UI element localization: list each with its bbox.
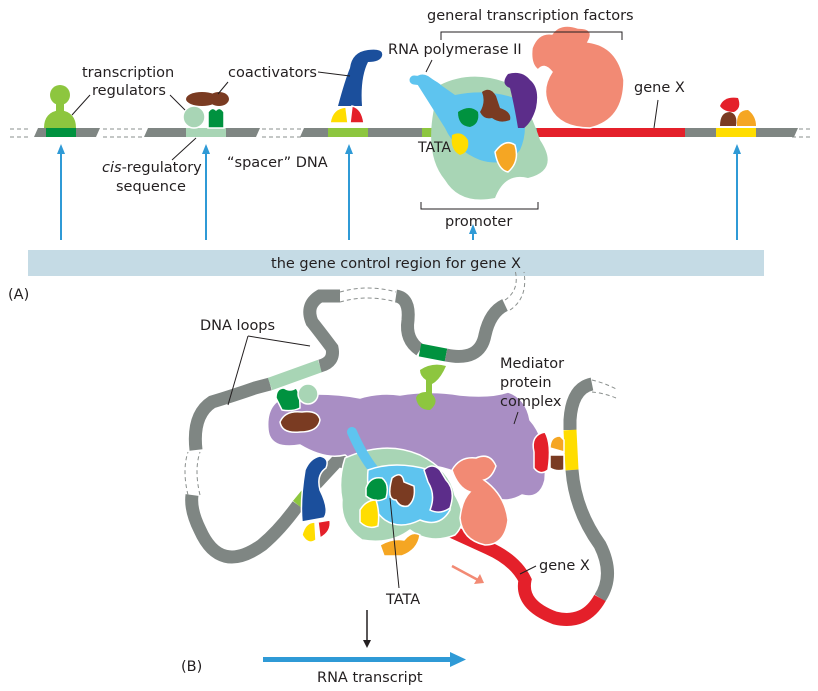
label-cis-regulatory-line1: cis-regulatory (102, 160, 202, 176)
gtf-yellow (451, 133, 469, 155)
control-region-banner (28, 250, 764, 276)
cis-element-light-green (328, 128, 368, 137)
gtf-purple-b (423, 465, 453, 513)
gtf-green-b (365, 476, 389, 502)
coactivator-complex-a (182, 92, 229, 129)
activator-complex-right (720, 97, 756, 126)
gtf-dark-green (458, 108, 479, 127)
gtf-salmon-b (451, 455, 509, 546)
dna-strand-a (34, 128, 798, 137)
label-general-transcription-factors: general transcription factors (427, 8, 634, 24)
activator-complex-b-left (300, 455, 332, 543)
gtf-orange-b (379, 532, 421, 557)
gtf-orange (494, 141, 518, 173)
cis-element-dark-green (46, 128, 76, 137)
promoter-bracket (420, 202, 539, 210)
label-dna-loops: DNA loops (200, 318, 275, 334)
rna-transcript-arrow (263, 657, 453, 662)
panel-label-a: (A) (8, 287, 29, 303)
activator-complex-a (329, 49, 383, 124)
preinitiation-complex-b (339, 427, 509, 584)
label-regulators-line2: regulators (92, 83, 166, 99)
label-mediator-line3: complex (500, 394, 562, 410)
label-mediator-line2: protein (500, 375, 552, 391)
label-gene-x-b: gene X (539, 558, 590, 574)
gtf-salmon (530, 25, 625, 129)
label-gene-x-a: gene X (634, 80, 685, 96)
label-rna-polymerase-ii: RNA polymerase II (388, 42, 522, 58)
control-region-arrows (57, 144, 741, 240)
label-spacer-dna: “spacer” DNA (227, 155, 328, 171)
panel-a: general transcription factors transcript… (8, 8, 812, 303)
gtf-yellow-b (359, 499, 380, 529)
panel-label-b: (B) (181, 659, 202, 675)
panel-b: DNA loops Mediator protein complex gene … (181, 269, 619, 686)
pol-ii-b-tail (347, 427, 379, 475)
label-promoter: promoter (445, 214, 512, 230)
gtf-brown-b (389, 474, 416, 508)
transcription-regulator-protein (44, 85, 76, 128)
preinitiation-complex-a (409, 25, 625, 200)
transcription-regulator-b (416, 364, 446, 410)
direction-arrow-salmon (451, 564, 479, 582)
pol-ii-tail (409, 75, 450, 105)
coactivator-complex-b (275, 383, 321, 434)
gtf-purple (504, 72, 538, 128)
label-mediator-line1: Mediator (500, 356, 564, 372)
label-transcription-line1: transcription (82, 65, 174, 81)
cis-element-pale-green (186, 128, 226, 137)
cis-element-yellow (716, 128, 756, 137)
label-tata-a: TATA (417, 140, 451, 156)
activator-complex-b-right (532, 431, 565, 474)
gtf-brown (480, 89, 511, 122)
gene-x-region-a (537, 128, 685, 137)
label-tata-b: TATA (385, 592, 420, 608)
control-region-banner-text: the gene control region for gene X (271, 256, 521, 272)
label-rna-transcript: RNA transcript (317, 670, 423, 686)
label-cis-regulatory-line2: sequence (116, 179, 186, 195)
label-coactivators: coactivators (228, 65, 317, 81)
gtf-bracket (440, 31, 623, 40)
